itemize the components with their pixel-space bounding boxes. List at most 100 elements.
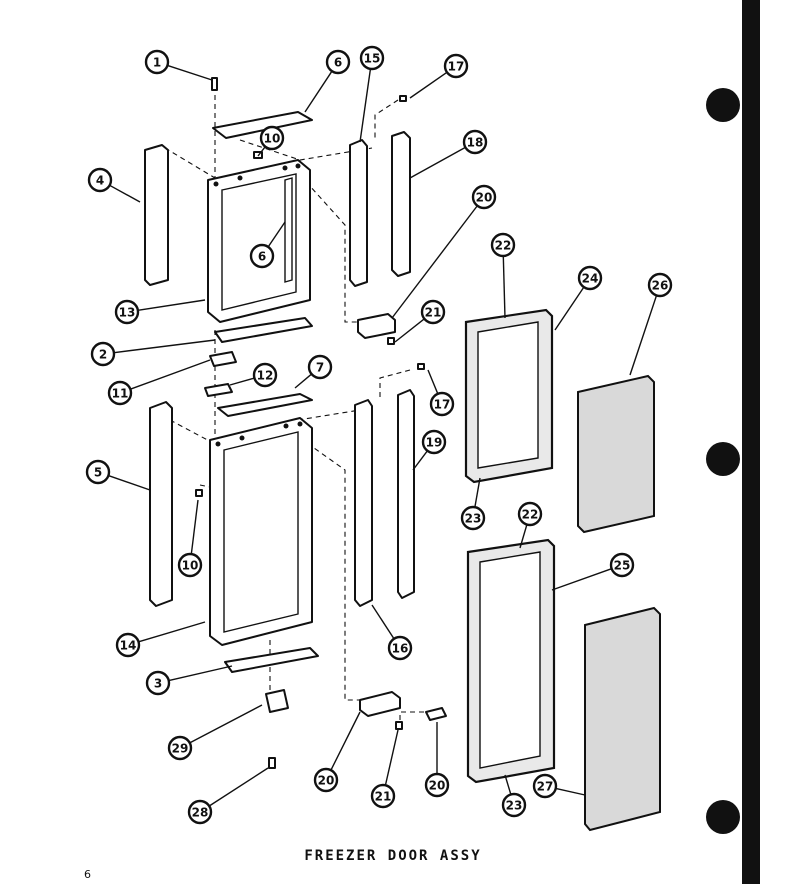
callout-c19: 19 [421,429,447,455]
callout-circle [114,299,140,325]
callout-number: 16 [392,642,409,656]
callout-circle [517,501,543,527]
right-channel-part-19 [397,389,415,599]
callout-c6a: 6 [325,49,351,75]
leader-line-c3 [168,665,233,682]
bottom-rail-part-2 [214,317,313,343]
upper-door-frame-part-13 [207,159,311,323]
leader-line-c21a [394,318,425,343]
callout-circle [609,552,635,578]
callout-c27: 27 [532,773,558,799]
leader-line-c11 [130,359,211,390]
callout-circle [471,184,497,210]
callout-circle [252,362,278,388]
callout-leader-lines [108,64,658,807]
screw-part-1 [211,77,218,91]
leader-line-c6a [304,70,333,113]
callout-c2: 2 [90,341,116,367]
callout-number: 17 [448,60,465,74]
callout-c10b: 10 [177,552,203,578]
callout-number: 6 [258,250,266,264]
screw-part-17-lower [417,363,425,370]
callout-circle [115,632,141,658]
stop-part-20 [425,707,447,721]
callout-number: 21 [425,306,442,320]
leader-line-c29a [189,704,263,744]
callout-circle [307,354,333,380]
leader-line-c14 [138,621,206,643]
leader-line-c22a [502,255,506,319]
leader-line-c16 [371,604,395,640]
callout-circle [145,670,171,696]
right-channel-part-16 [354,399,373,607]
leader-line-c17a [409,71,448,99]
hinge-part-20-upper [357,313,396,339]
callout-number: 10 [264,132,281,146]
callout-circle [501,792,527,818]
callout-number: 22 [522,508,539,522]
callout-c1: 1 [144,49,170,75]
callout-number: 24 [582,272,599,286]
leader-line-c20b [330,711,361,771]
leader-line-c27 [555,787,586,796]
callout-c13: 13 [114,299,140,325]
callout-circle [424,772,450,798]
callout-number: 4 [96,174,104,188]
bracket-part-29 [265,689,289,713]
right-channel-part-18 [391,131,411,277]
leader-line-c21b [384,729,399,786]
callout-number: 2 [99,348,107,362]
callout-number: 13 [119,306,136,320]
callout-number: 15 [364,52,381,66]
callout-circle [144,49,170,75]
callout-c21a: 21 [420,299,446,325]
callout-c16: 16 [387,635,413,661]
leader-line-c23b [504,774,512,795]
screw-part-21-upper [387,337,395,345]
callout-circle [167,735,193,761]
callout-number: 19 [426,436,443,450]
plate-part-12 [204,383,233,397]
callout-c21b: 21 [370,783,396,809]
callout-c17a: 17 [443,53,469,79]
callout-circle [421,429,447,455]
callout-number: 27 [537,780,554,794]
callout-c23b: 23 [501,792,527,818]
callout-circle [177,552,203,578]
leader-line-c18 [409,146,466,179]
screw-part-21-lower [395,721,403,730]
callout-circle [490,232,516,258]
leader-line-c13 [137,299,206,312]
callout-c28: 28 [187,799,213,825]
callout-c25: 25 [609,552,635,578]
binder-edge-bar [742,0,760,884]
callout-c24: 24 [577,265,603,291]
callout-circle [370,783,396,809]
callout-number: 20 [476,191,493,205]
callout-number: 6 [334,56,342,70]
lower-door-frame-part-14 [209,417,313,646]
callout-number: 23 [465,512,482,526]
callout-number: 20 [429,779,446,793]
callout-number: 3 [154,677,162,691]
callout-circle [387,635,413,661]
callout-number: 14 [120,639,137,653]
diagram-caption: FREEZER DOOR ASSY [304,848,482,864]
leader-line-c17b [427,369,439,395]
callout-circle [87,167,113,193]
callout-number: 28 [192,806,209,820]
callout-circle [443,53,469,79]
callout-circle [325,49,351,75]
leader-line-c28 [208,767,269,807]
leader-line-c25 [551,568,612,591]
leader-line-c4 [109,184,141,203]
callout-circle [647,272,673,298]
callout-number: 1 [153,56,161,70]
callout-c18: 18 [462,129,488,155]
page-number: 6 [84,868,91,881]
right-channel-part-15 [349,139,368,287]
callout-c6b: 6 [249,243,275,269]
callout-number: 10 [182,559,199,573]
callout-c14: 14 [115,632,141,658]
callout-number: 23 [506,799,523,813]
